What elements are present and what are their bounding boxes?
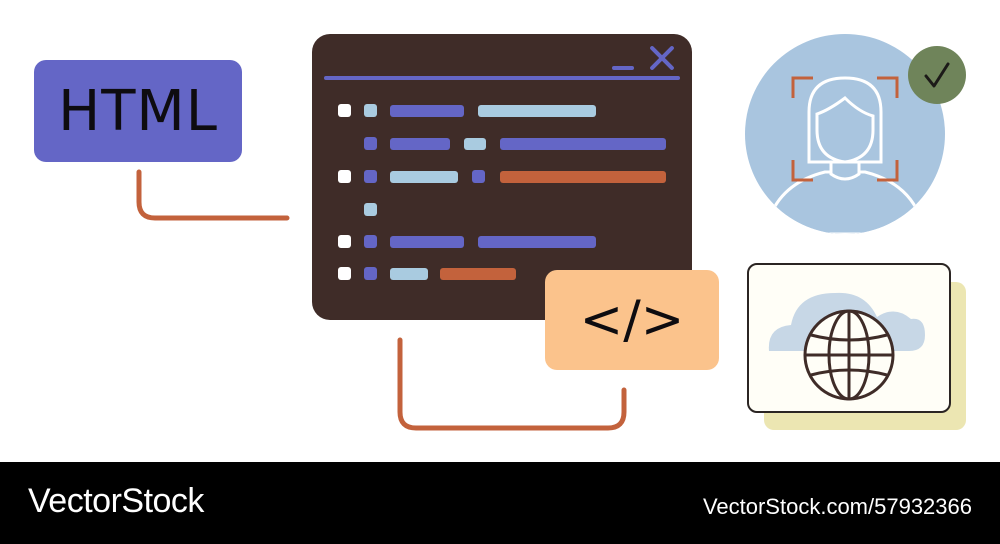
code-bullet	[338, 170, 351, 183]
code-token	[364, 267, 377, 280]
code-line-segment	[390, 171, 458, 183]
code-line-segment	[390, 236, 464, 248]
globe-icon	[803, 309, 895, 401]
code-line-segment	[390, 105, 464, 117]
image-reference: VectorStock.com/57932366	[702, 494, 972, 519]
code-window	[312, 34, 692, 320]
connector-lines	[136, 169, 627, 431]
code-token	[364, 170, 377, 183]
code-token	[364, 137, 377, 150]
html-badge: HTML	[34, 60, 242, 162]
code-bullet	[338, 267, 351, 280]
code-line-segment	[500, 138, 666, 150]
code-token	[364, 104, 377, 117]
code-tag-label: </>	[579, 290, 685, 350]
html-badge-label: HTML	[58, 78, 218, 144]
code-line-segment	[464, 138, 486, 150]
code-line-segment	[440, 268, 516, 280]
checkmark-icon	[908, 46, 966, 104]
code-bullet	[338, 235, 351, 248]
close-icon[interactable]	[648, 44, 676, 72]
code-token	[472, 170, 485, 183]
minimize-icon[interactable]	[612, 66, 634, 70]
code-line-segment	[478, 236, 596, 248]
cloud-globe-card	[747, 263, 951, 413]
code-line-segment	[478, 105, 596, 117]
face-scan-drawing	[769, 76, 921, 234]
code-line-segment	[390, 138, 450, 150]
code-line-segment	[390, 268, 428, 280]
code-token	[364, 203, 377, 216]
watermark-footer: VectorStock VectorStock.com/57932366	[0, 462, 1000, 544]
code-token	[364, 235, 377, 248]
title-bar-divider	[324, 76, 680, 80]
code-bullet	[338, 104, 351, 117]
code-tag-box: </>	[545, 270, 719, 370]
code-line-segment	[500, 171, 666, 183]
brand-logo-text: VectorStock	[28, 482, 204, 520]
illustration: HTML </>	[0, 0, 1000, 462]
